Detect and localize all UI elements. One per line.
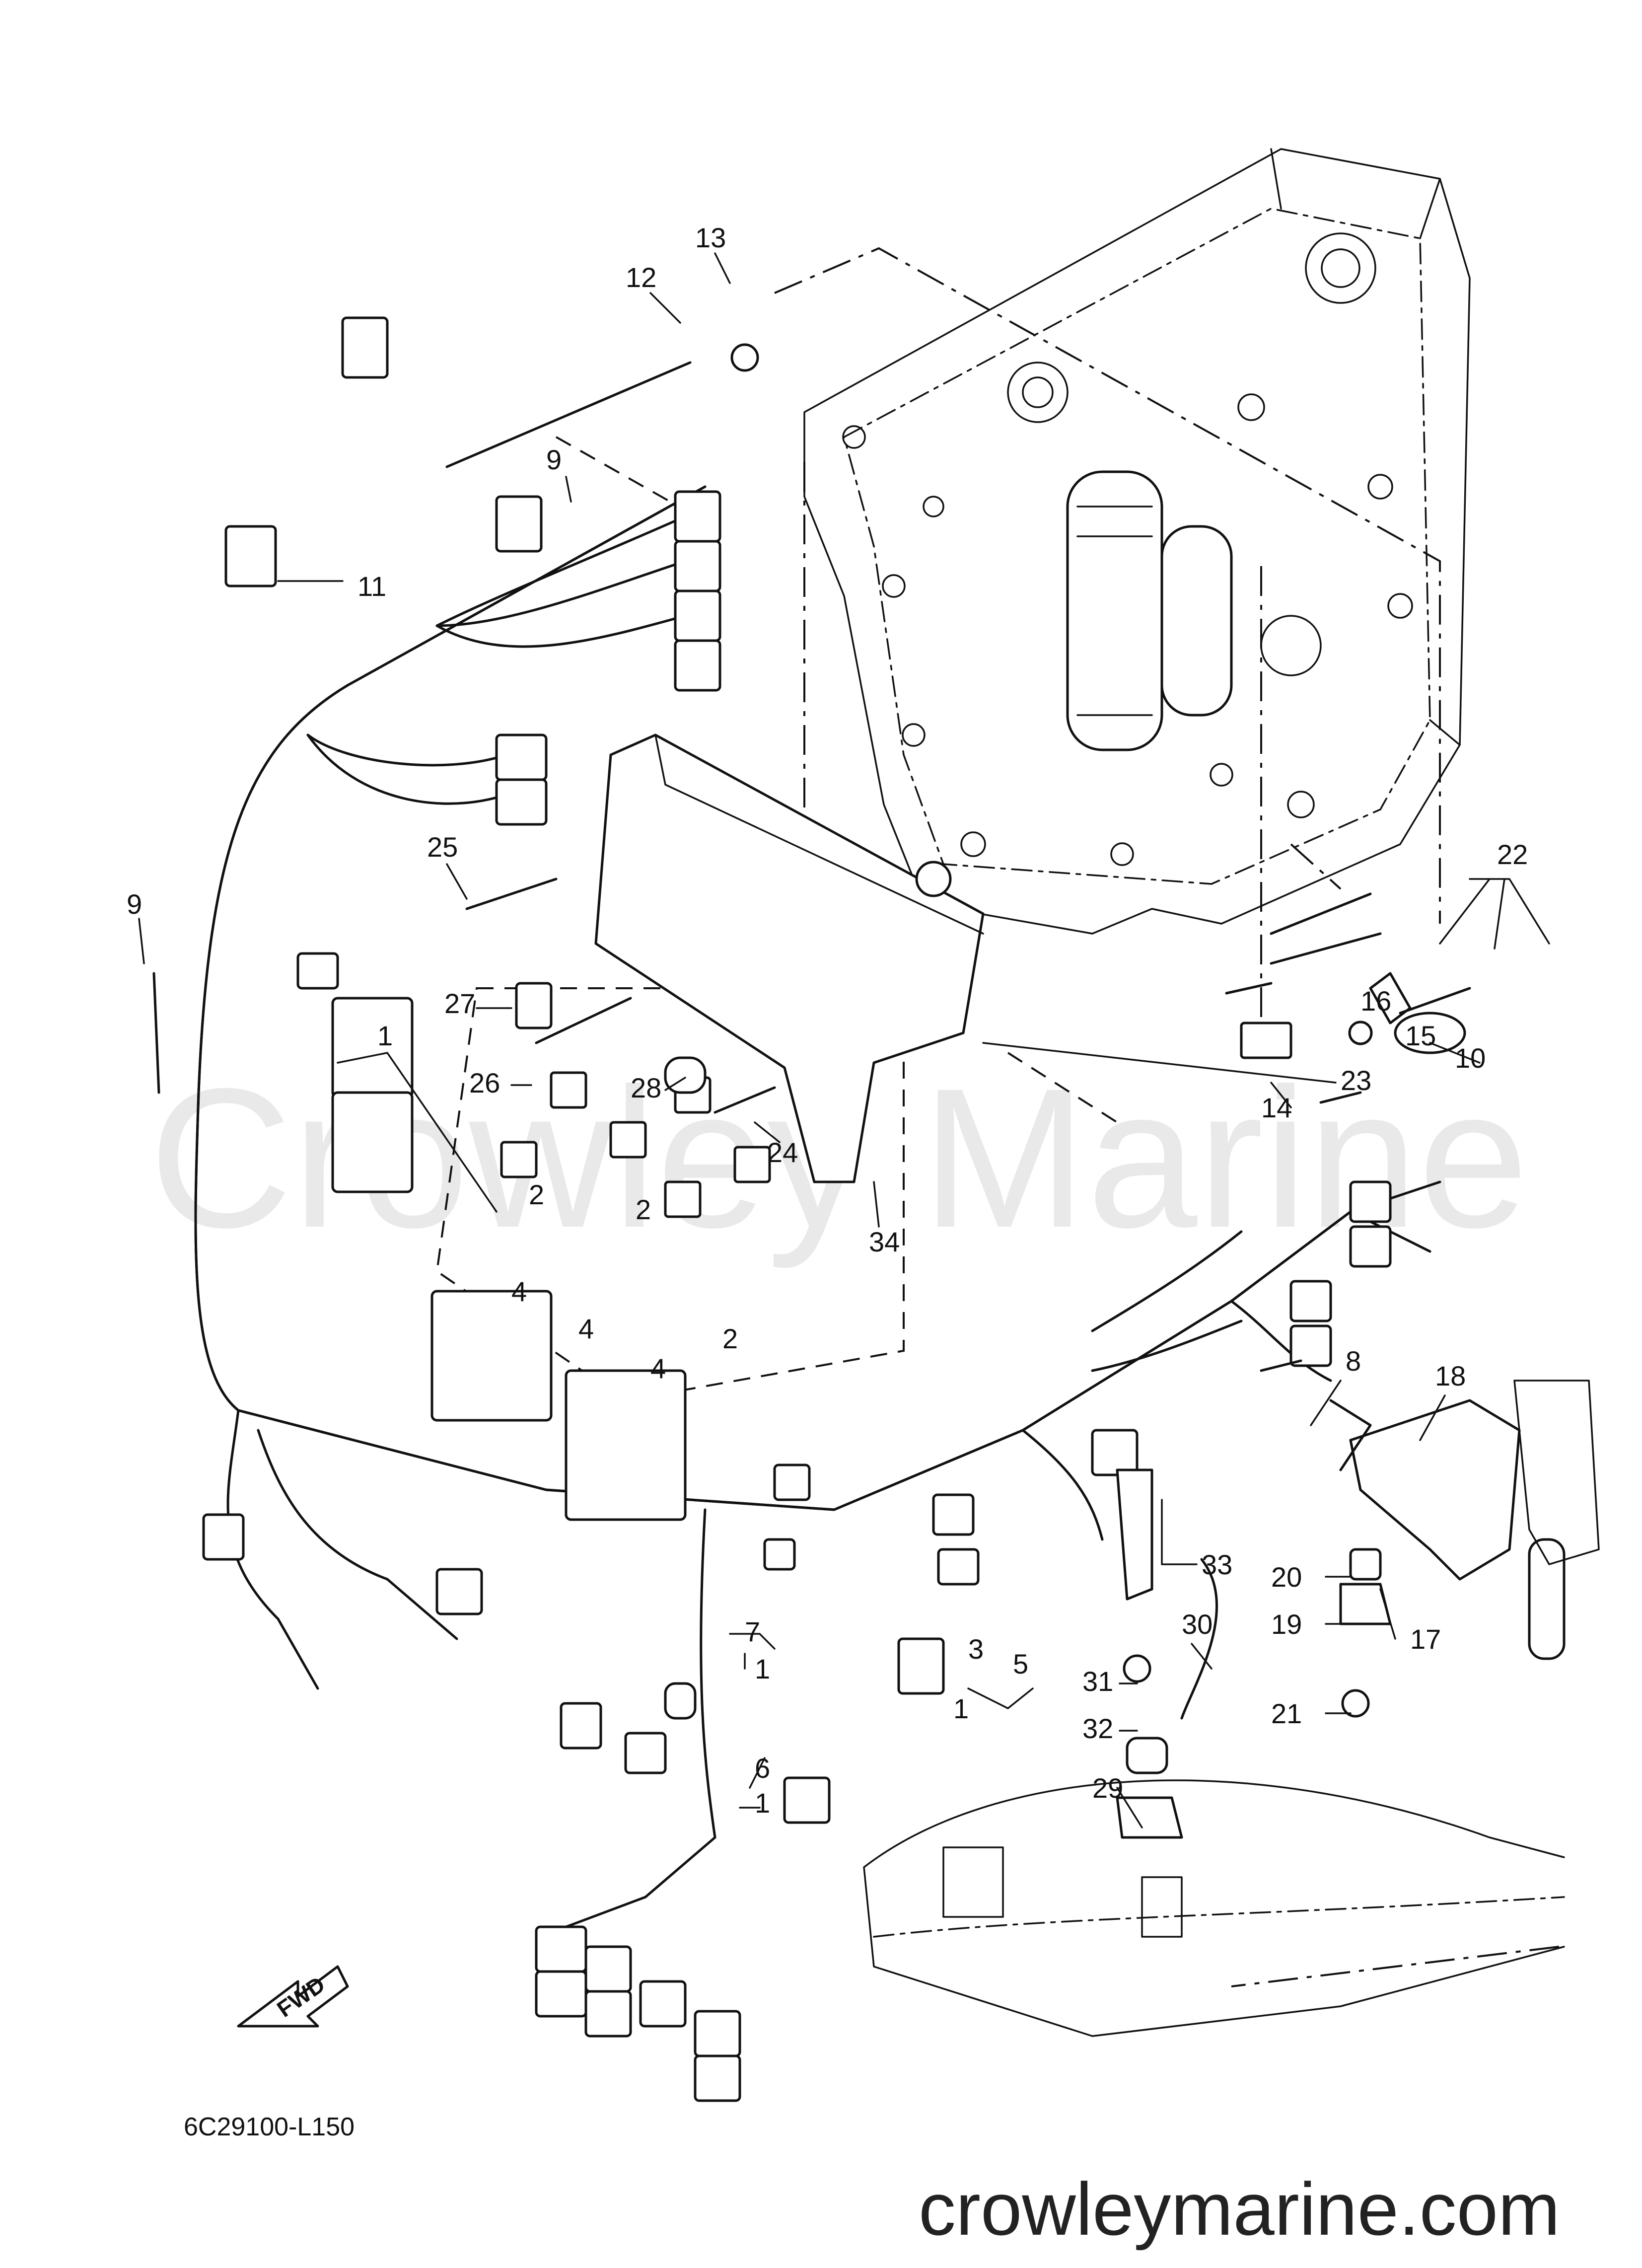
callout-2: 2 xyxy=(636,1194,651,1225)
callout-4: 4 xyxy=(511,1276,527,1307)
callout-28: 28 xyxy=(631,1072,661,1103)
lower-cowling-drawing xyxy=(863,1779,1565,2037)
callout-1: 1 xyxy=(953,1693,969,1724)
callout-4: 4 xyxy=(578,1313,594,1344)
callout-15: 15 xyxy=(1405,1020,1436,1051)
site-url: crowleymarine.com xyxy=(919,2167,1560,2251)
callout-25: 25 xyxy=(427,831,458,863)
callout-6: 6 xyxy=(755,1753,770,1784)
callout-3: 3 xyxy=(968,1633,984,1665)
callout-23: 23 xyxy=(1341,1065,1371,1096)
small-parts xyxy=(152,343,1600,1839)
callout-16: 16 xyxy=(1360,985,1391,1017)
main-harness xyxy=(194,485,1441,1928)
callout-19: 19 xyxy=(1271,1609,1302,1640)
engine-block-drawing xyxy=(803,148,1471,935)
starter-motor xyxy=(1066,470,1163,751)
callout-32: 32 xyxy=(1082,1713,1113,1744)
callout-18: 18 xyxy=(1435,1360,1466,1391)
callout-7: 7 xyxy=(745,1616,760,1647)
callout-5: 5 xyxy=(1013,1648,1028,1680)
callout-2: 2 xyxy=(529,1179,544,1210)
callout-10: 10 xyxy=(1455,1042,1486,1074)
callout-13: 13 xyxy=(695,222,726,253)
callout-17: 17 xyxy=(1410,1623,1441,1655)
callout-labels: 1 1 1 1 2 2 2 3 4 4 4 5 6 7 8 9 9 10 11 … xyxy=(127,222,1528,1819)
callout-1: 1 xyxy=(755,1653,770,1684)
callout-leaders xyxy=(138,252,1550,1829)
callout-33: 33 xyxy=(1202,1549,1232,1580)
callout-22: 22 xyxy=(1497,839,1528,870)
fwd-direction-arrow: FWD xyxy=(237,1965,349,2028)
callout-26: 26 xyxy=(469,1067,500,1098)
starter-relay-body xyxy=(1160,525,1233,717)
callout-30: 30 xyxy=(1182,1609,1213,1640)
callout-20: 20 xyxy=(1271,1561,1302,1593)
callout-4: 4 xyxy=(650,1353,666,1384)
callout-2: 2 xyxy=(722,1323,738,1354)
callout-12: 12 xyxy=(626,262,656,293)
callout-24: 24 xyxy=(767,1137,798,1168)
callout-11: 11 xyxy=(357,571,386,602)
cover-bracket xyxy=(594,733,985,1183)
callout-9: 9 xyxy=(546,444,562,475)
callout-1: 1 xyxy=(755,1787,770,1819)
callout-1: 1 xyxy=(377,1020,393,1051)
callout-21: 21 xyxy=(1271,1698,1302,1729)
callout-14: 14 xyxy=(1261,1092,1292,1123)
callout-31: 31 xyxy=(1082,1666,1113,1697)
callout-8: 8 xyxy=(1346,1345,1361,1377)
control-unit-group xyxy=(331,987,905,1521)
connectors xyxy=(202,316,1392,2102)
callout-9: 9 xyxy=(127,888,142,920)
callout-29: 29 xyxy=(1092,1772,1123,1804)
drawing-code: 6C29100-L150 xyxy=(184,2113,355,2141)
callout-34: 34 xyxy=(869,1226,900,1257)
callout-27: 27 xyxy=(444,988,475,1019)
